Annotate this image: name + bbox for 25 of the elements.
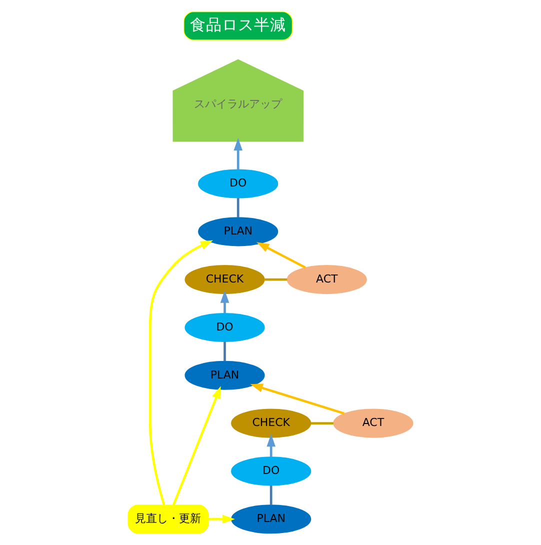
- node-box: 見直し・更新: [128, 504, 209, 534]
- arrow: [220, 290, 230, 314]
- connector: [264, 278, 288, 281]
- arrow: [250, 384, 345, 415]
- arrow: [148, 240, 214, 506]
- node-ellipse: PLAN: [198, 217, 278, 246]
- arrow: [208, 514, 235, 524]
- connector: [270, 486, 272, 505]
- node-ellipse: DO: [184, 312, 265, 342]
- node-ellipse: CHECK: [231, 408, 312, 438]
- arrow: [266, 434, 276, 458]
- node-ellipse: DO: [198, 169, 278, 198]
- node-ellipse: CHECK: [184, 265, 265, 294]
- node-box: 食品ロス半減: [184, 11, 293, 40]
- connector: [236, 198, 240, 218]
- node-ellipse: PLAN: [231, 504, 312, 534]
- node-ellipse: ACT: [286, 265, 367, 294]
- connector: [224, 342, 226, 362]
- node-ellipse: DO: [231, 456, 312, 486]
- arrow: [172, 386, 221, 506]
- connector: [310, 422, 334, 424]
- arrow: [256, 242, 306, 269]
- node-ellipse: ACT: [333, 408, 414, 438]
- arrow: [234, 138, 243, 170]
- node-ellipse: PLAN: [184, 360, 265, 390]
